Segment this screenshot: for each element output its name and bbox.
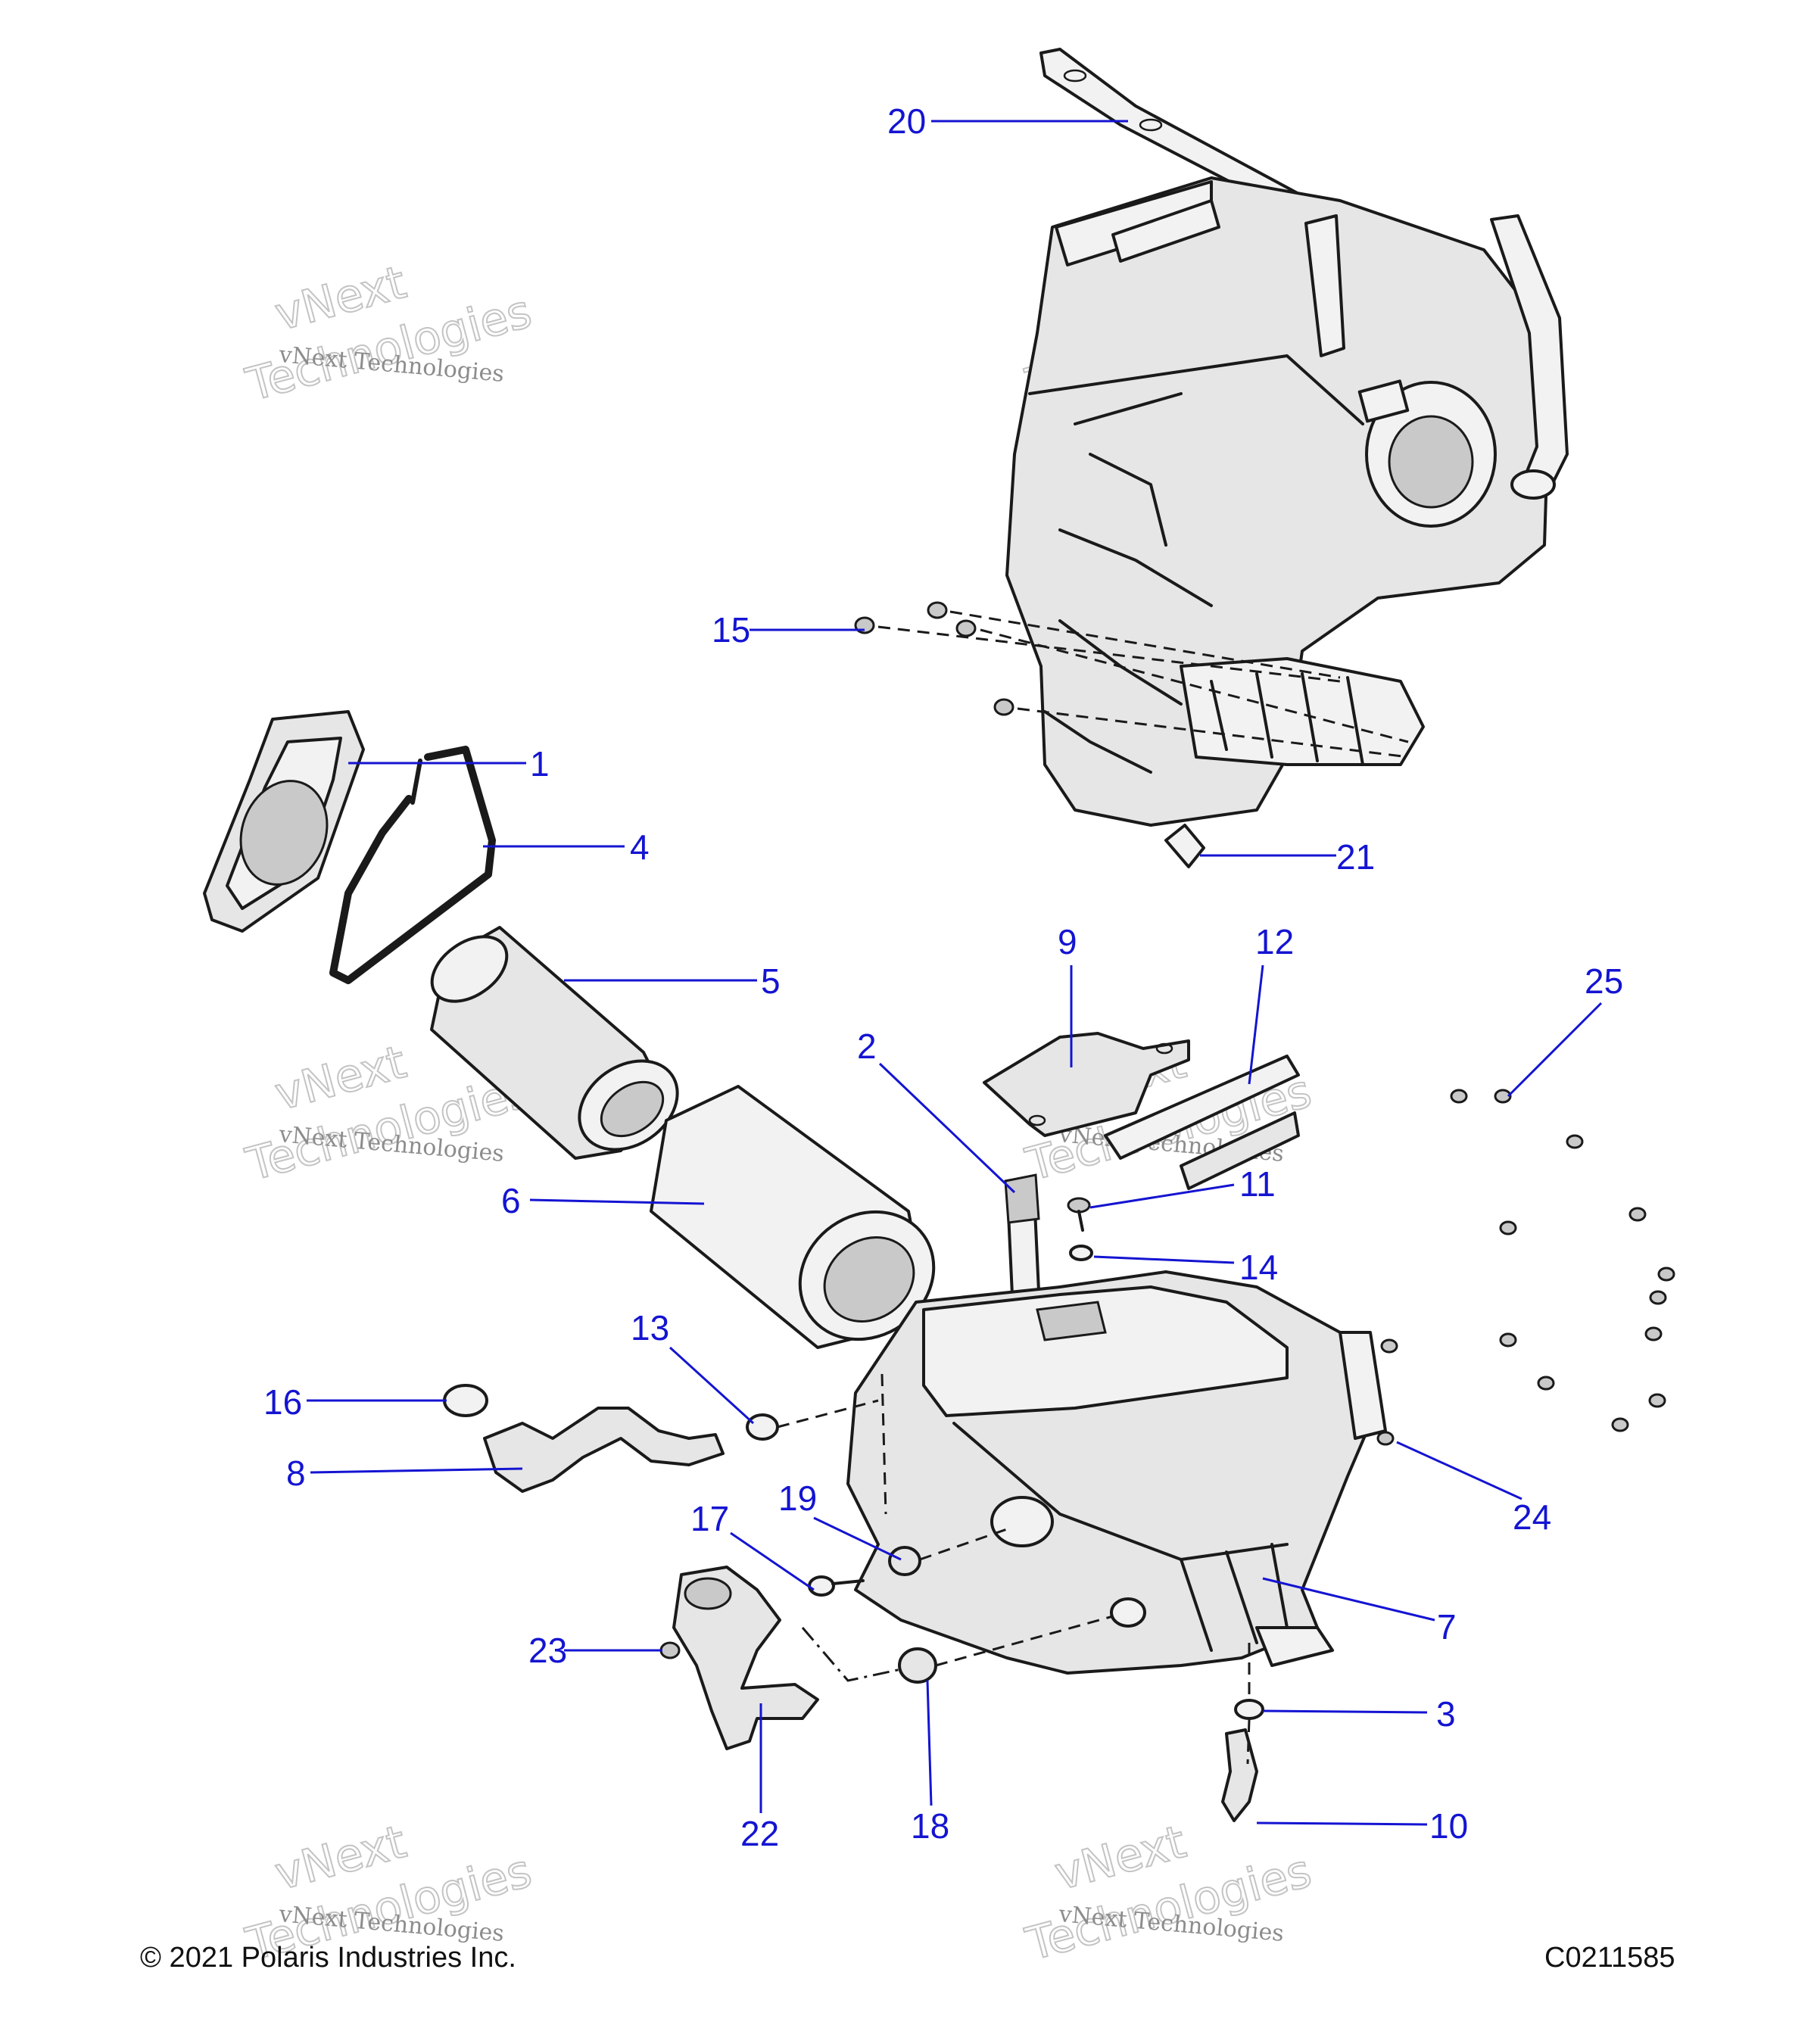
leader-24 [1396, 1441, 1522, 1500]
callout-10: 10 [1429, 1806, 1468, 1846]
callout-9: 9 [1058, 922, 1077, 961]
part-1-filter-cover [203, 710, 365, 933]
leader-8 [310, 1467, 523, 1474]
callout-18: 18 [911, 1806, 949, 1846]
leader-19 [813, 1516, 902, 1561]
callout-labels: 20 15 1 4 5 6 21 9 12 2 11 14 25 13 16 8… [263, 101, 1623, 1853]
part-5-air-filter [430, 926, 679, 1160]
leader-10 [1256, 1821, 1428, 1826]
part-23-screw [659, 1641, 681, 1659]
part-7-lower-airbox [846, 1270, 1387, 1675]
part-13-clamp [746, 1413, 779, 1441]
leader-17 [730, 1531, 815, 1591]
part-19-grommet [888, 1546, 921, 1576]
callout-13: 13 [631, 1308, 669, 1348]
dashed-guide [801, 1627, 902, 1682]
leader-7 [1262, 1577, 1435, 1622]
part-22-valve [672, 1566, 819, 1750]
callout-25: 25 [1585, 961, 1623, 1001]
callout-3: 3 [1436, 1694, 1456, 1734]
callout-8: 8 [286, 1454, 306, 1493]
leader-11 [1089, 1183, 1235, 1209]
callout-1: 1 [530, 744, 550, 784]
part-17-fitting [808, 1575, 865, 1597]
leader-13 [669, 1346, 755, 1425]
dashed-guide [935, 1615, 1114, 1667]
leader-6 [529, 1198, 705, 1205]
part-4-gasket [329, 746, 496, 984]
figure-code: C0211585 [1544, 1942, 1675, 1974]
part-24-25-fastener-array [1376, 1089, 1675, 1446]
part-upper-airbox-housing [1005, 176, 1569, 868]
part-8-hose [483, 1407, 725, 1493]
callout-21: 21 [1336, 837, 1375, 877]
copyright-notice: © 2021 Polaris Industries Inc. [140, 1942, 516, 1974]
dashed-guide [880, 1373, 887, 1515]
callout-15: 15 [712, 610, 750, 650]
part-14-washer [1069, 1245, 1093, 1261]
part-15-screws [854, 601, 1409, 759]
callout-19: 19 [778, 1478, 817, 1518]
leader-14 [1093, 1255, 1235, 1264]
leader-lines [307, 120, 1603, 1826]
part-11-screw [1067, 1197, 1091, 1232]
callout-14: 14 [1239, 1248, 1278, 1287]
part-3-o-ring [1234, 1699, 1264, 1720]
leader-2 [878, 1062, 1016, 1194]
callout-7: 7 [1437, 1607, 1457, 1647]
part-16-clamp [443, 1384, 488, 1417]
leader-25 [1507, 1002, 1603, 1098]
part-6-pre-filter [650, 1085, 936, 1349]
part-9-bracket [983, 1032, 1190, 1137]
dashed-guide [919, 1528, 1008, 1561]
leader-18 [926, 1680, 933, 1806]
callout-12: 12 [1255, 922, 1294, 961]
callout-17: 17 [690, 1499, 729, 1538]
leader-3 [1262, 1709, 1428, 1714]
callout-23: 23 [528, 1631, 567, 1670]
part-10-drain-valve [1221, 1728, 1258, 1822]
dashed-guide [777, 1399, 879, 1429]
callout-24: 24 [1513, 1497, 1551, 1537]
dashed-guide [1246, 1643, 1251, 1765]
callout-2: 2 [857, 1027, 877, 1066]
leader-12 [1248, 964, 1264, 1085]
callout-22: 22 [740, 1814, 779, 1853]
callout-5: 5 [761, 961, 781, 1001]
part-18-grommet [898, 1647, 937, 1684]
callout-6: 6 [501, 1181, 521, 1220]
callout-16: 16 [263, 1382, 302, 1422]
callout-20: 20 [887, 101, 926, 141]
callout-4: 4 [630, 827, 650, 867]
callout-11: 11 [1239, 1164, 1276, 1204]
